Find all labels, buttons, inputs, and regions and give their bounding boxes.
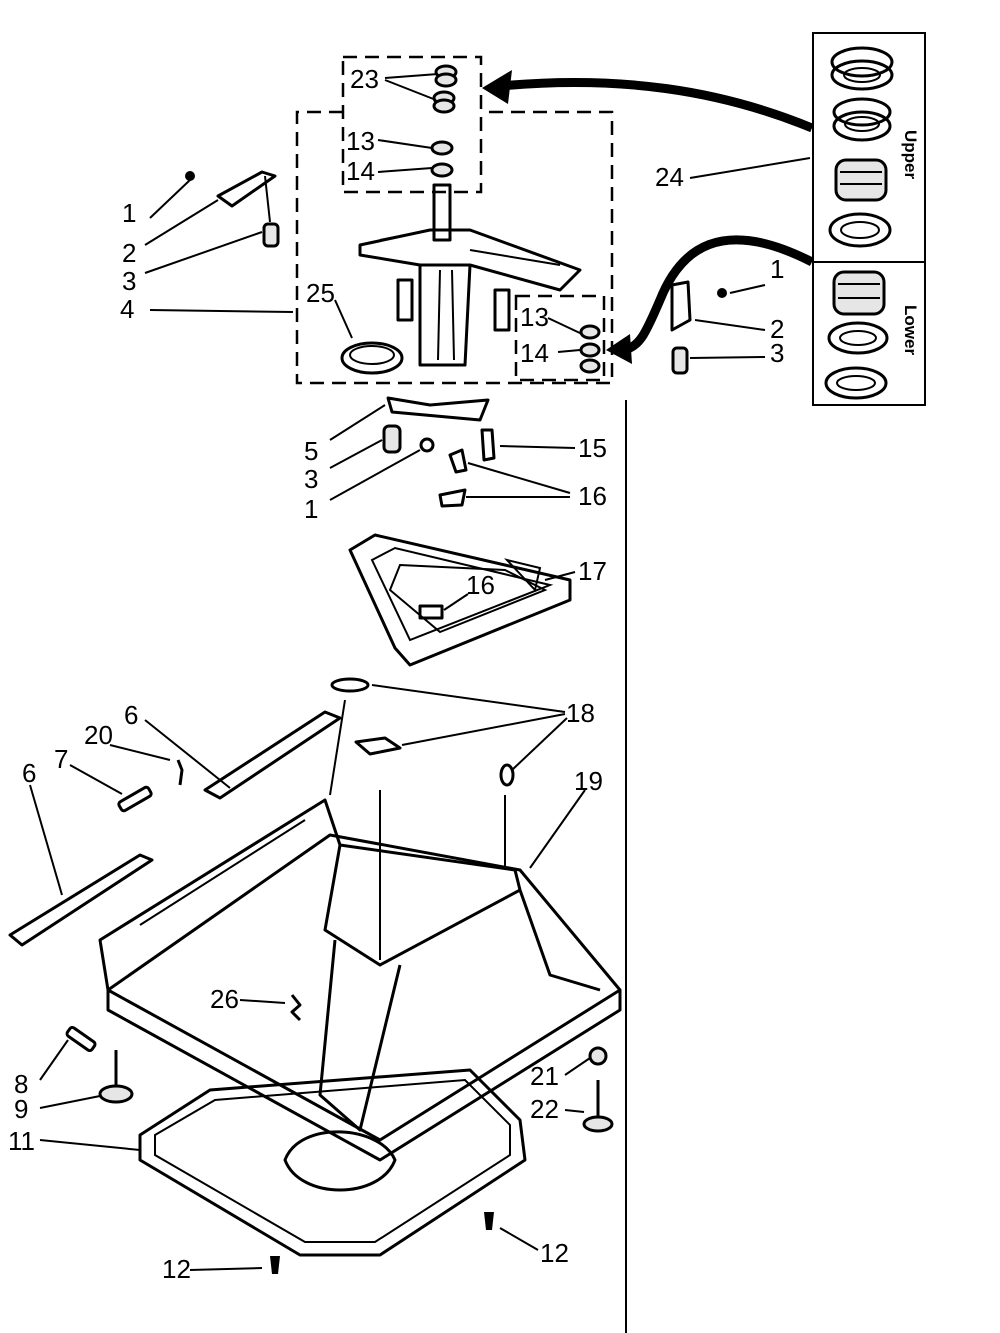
side-washers-13-14: [579, 324, 601, 374]
right-clip-assembly: [670, 280, 727, 375]
pin-15: [480, 428, 496, 462]
label-12-right: 12: [540, 1238, 569, 1268]
label-11: 11: [8, 1126, 35, 1156]
nut-21: [588, 1046, 608, 1066]
part-18-right: [499, 763, 515, 787]
label-2-left: 2: [122, 238, 136, 268]
washers-23: [432, 64, 458, 114]
label-3-mid: 3: [304, 464, 318, 494]
label-21: 21: [530, 1061, 559, 1091]
upper-label: Upper: [901, 130, 920, 180]
lower-ring: [824, 366, 888, 400]
label-3-right: 3: [770, 338, 784, 368]
bracket-5: [386, 396, 490, 422]
label-26: 26: [210, 984, 239, 1014]
top-washer-group-box: [341, 55, 483, 194]
rail-6-lower: [8, 853, 154, 947]
upper-kit-arrowhead: [482, 70, 512, 104]
label-24: 24: [655, 162, 684, 192]
label-25: 25: [306, 278, 335, 308]
label-4: 4: [120, 294, 134, 324]
leveling-leg-22: [582, 1080, 614, 1133]
upper-seal-2: [832, 97, 892, 142]
part-18-top: [330, 677, 370, 693]
screw-12-right: [484, 1212, 494, 1230]
label-22: 22: [530, 1094, 559, 1124]
label-1-right: 1: [770, 254, 784, 284]
washer-13-top: [430, 140, 454, 156]
label-1-mid: 1: [304, 494, 318, 524]
lower-kit-arrow: [623, 235, 815, 355]
label-13-top: 13: [346, 126, 375, 156]
label-16-a: 16: [578, 481, 607, 511]
leader-lines: [29, 73, 811, 1271]
label-3-left: 3: [122, 266, 136, 296]
gearcase-group-box: [295, 110, 614, 385]
label-12-left: 12: [162, 1254, 191, 1284]
clip-20: [176, 759, 184, 786]
label-2-right: 2: [770, 314, 784, 344]
upper-ring: [828, 212, 892, 248]
label-20: 20: [84, 720, 113, 750]
part-18-mid: [354, 736, 402, 756]
label-6-lower: 6: [22, 758, 36, 788]
lower-kit-arrowhead: [606, 334, 632, 364]
label-9: 9: [14, 1094, 28, 1124]
clip-16-c: [418, 604, 444, 620]
label-14-top: 14: [346, 156, 375, 186]
side-washer-group-box: [514, 294, 606, 382]
rail-6-upper: [203, 710, 342, 800]
pin-1-mid: [419, 437, 435, 453]
lower-label: Lower: [901, 305, 920, 355]
label-16-b: 16: [466, 570, 495, 600]
washer-14-top: [430, 162, 454, 178]
bearing-kit-panel: Upper Lower: [812, 32, 926, 406]
gearcase-assembly: [358, 183, 582, 367]
label-5: 5: [304, 436, 318, 466]
bolt-8: [65, 1025, 97, 1053]
spring-3-mid: [382, 424, 402, 454]
label-14-side: 14: [520, 338, 549, 368]
label-13-side: 13: [520, 302, 549, 332]
pin-7: [117, 785, 153, 813]
upper-kit-arrow: [499, 77, 814, 133]
clip-16-b: [438, 488, 467, 508]
label-1-left: 1: [122, 198, 136, 228]
label-19: 19: [574, 766, 603, 796]
label-6-upper: 6: [124, 700, 138, 730]
label-7: 7: [54, 744, 68, 774]
callout-labels: 23 13 14 24 1 2 3 4 25 13 14 1 2 3 5 3 1…: [8, 64, 784, 1284]
label-17: 17: [578, 556, 607, 586]
spring-26: [290, 994, 302, 1022]
tub-support-17: [348, 533, 572, 667]
left-clip-assembly: [185, 170, 280, 248]
upper-bearing: [834, 158, 888, 202]
label-23: 23: [350, 64, 379, 94]
lower-bearing: [832, 270, 886, 316]
screw-12-left: [270, 1256, 280, 1274]
leveling-leg-9: [98, 1050, 134, 1104]
label-15: 15: [578, 433, 607, 463]
label-18: 18: [566, 698, 595, 728]
lower-seal: [827, 321, 889, 355]
label-8: 8: [14, 1069, 28, 1099]
seal-ring-25: [340, 341, 404, 375]
upper-seal-1: [830, 46, 894, 91]
base-frame-19: [98, 699, 622, 1162]
base-11: [138, 1068, 527, 1257]
clip-16-a: [448, 448, 468, 474]
